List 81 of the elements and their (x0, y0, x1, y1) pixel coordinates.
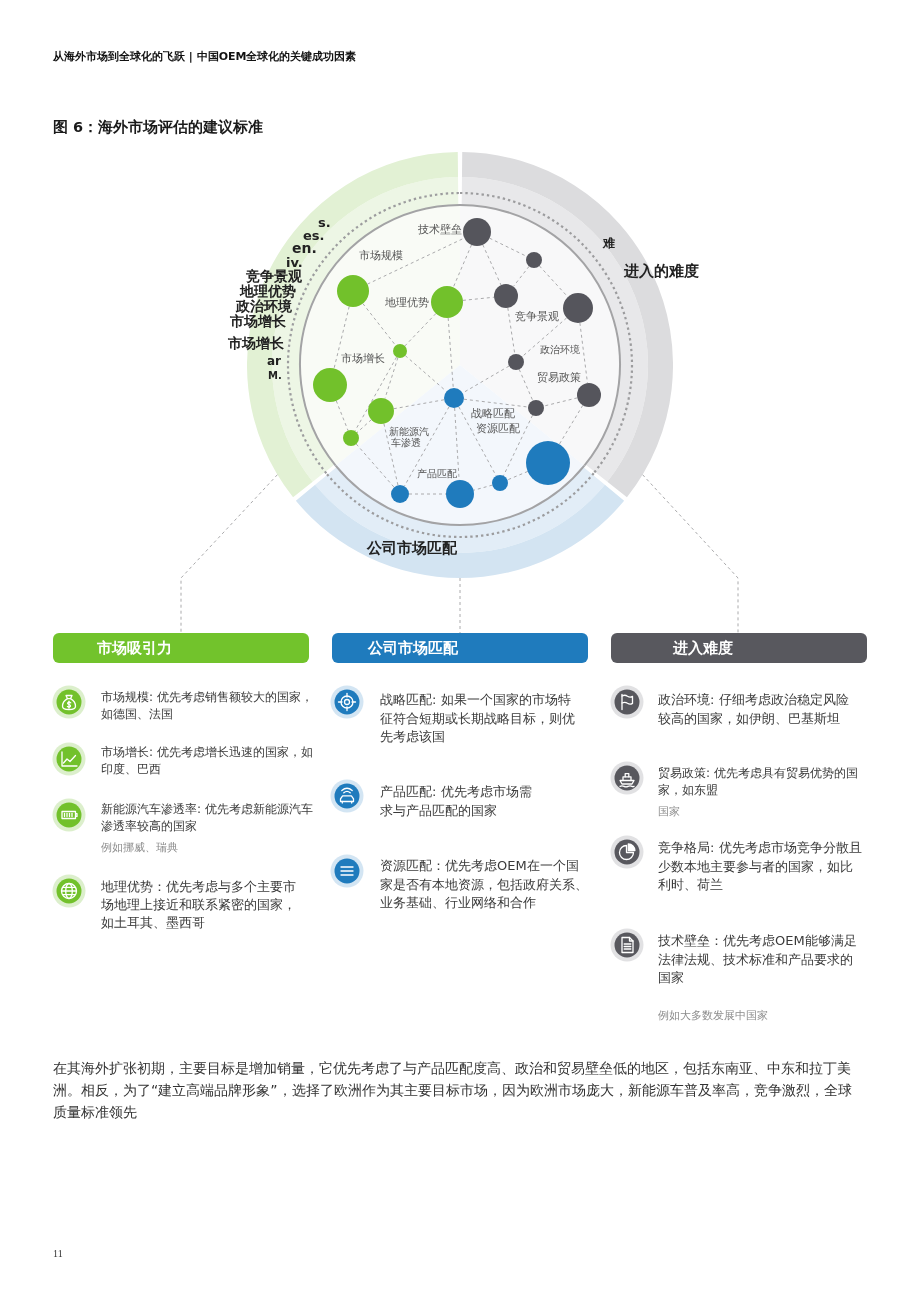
connector (462, 296, 495, 301)
criterion-text: 技术壁垒：优先考虑OEM能够满足法律法规、技术标准和产品要求的国家 (658, 932, 858, 987)
ring-label: M. (268, 371, 282, 381)
connector (558, 404, 584, 445)
header-bar: 进入难度 (611, 633, 867, 663)
note-text: 国家 (658, 804, 680, 819)
bubble-label: 新能源汽车渗透 (389, 426, 429, 448)
connector (354, 356, 398, 432)
connector (383, 423, 399, 486)
leader-line (642, 474, 739, 634)
connector (489, 237, 528, 257)
connector (408, 493, 447, 495)
bubble-label: 资源匹配 (476, 423, 520, 435)
criterion-text: 地理优势：优先考虑与多个主要市场地理上接近和联系紧密的国家，如土耳其、墨西哥 (101, 878, 297, 932)
connector (447, 317, 454, 389)
ring-segment (294, 365, 626, 578)
header-bar: 市场吸引力 (53, 633, 309, 663)
ring-label: 竞争景观 (246, 269, 302, 283)
connector (518, 368, 534, 402)
ring-label: ar (267, 355, 281, 367)
bubble-label: 市场增长 (341, 351, 385, 365)
connector (507, 307, 516, 355)
connector (356, 419, 372, 434)
bubble-label: 市场规模 (359, 248, 403, 262)
band-label: 公司市场匹配 (367, 540, 457, 556)
note-text: 例如挪威、瑞典 (101, 840, 178, 855)
connector (462, 365, 510, 394)
ring-label: 进入的难度 (624, 263, 699, 279)
connector (506, 470, 529, 481)
ring-label: es. (303, 228, 325, 242)
criterion-text: 市场增长: 优先考虑增长迅速的国家，如印度、巴西 (101, 744, 314, 778)
ring-label: iv. (286, 255, 303, 269)
connector (512, 265, 530, 288)
connector (393, 399, 445, 410)
connector (335, 400, 349, 432)
leader-line (180, 474, 278, 634)
figure-title: 图 6：海外市场评估的建议标准 (53, 118, 264, 136)
connector (366, 237, 465, 285)
bubble-label: 产品匹配 (417, 468, 457, 480)
connector (362, 303, 397, 346)
criterion-text: 战略匹配: 如果一个国家的市场特征符合短期或长期战略目标，则优先考虑该国 (380, 691, 576, 746)
criterion-text: 竞争格局: 优先考虑市场竞争分散且少数本地主要参与者的国家，如比利时、荷兰 (658, 839, 863, 894)
connector (404, 313, 437, 347)
page-number: 11 (53, 1248, 63, 1260)
ring-label: en. (292, 241, 317, 255)
connector (502, 414, 534, 477)
note-text: 例如大多数发展中国家 (658, 1008, 768, 1023)
ring-label: 政治环境 (236, 299, 292, 313)
criterion-text: 市场规模: 优先考虑销售额较大的国家，如德国、法国 (101, 689, 314, 723)
ring-label: 市场增长 (230, 314, 286, 328)
connector (333, 306, 350, 369)
header-bar: 公司市场匹配 (332, 633, 588, 663)
criterion-text: 产品匹配: 优先考虑市场需求与产品匹配的国家 (380, 783, 533, 820)
band-label: 难 (603, 237, 615, 249)
bubble-label: 战略匹配 (471, 407, 515, 420)
body-paragraph: 在其海外扩张初期，主要目标是增加销量，它优先考虑了与产品匹配度高、政治和贸易壁垒低的地区，包括东南亚、中东和拉丁美洲。相反，为了“建立高端品牌形象”，选择了欧洲作为其主要目标市场，因为欧洲市场庞大，新能源车普及率高，竞争激烈，全球质量标准领先 (53, 1059, 853, 1122)
connector (452, 244, 472, 288)
connector (538, 265, 569, 298)
bubble-label: 竞争景观 (515, 309, 559, 323)
connector (473, 484, 493, 491)
bubble-label: 贸易政策 (537, 370, 581, 384)
connector (521, 317, 568, 358)
bubble-label: 政治环境 (540, 344, 580, 356)
ring-label: 地理优势 (240, 284, 296, 298)
leader-line (459, 577, 461, 634)
criterion-text: 贸易政策: 优先考虑具有贸易优势的国家，如东盟 (658, 765, 859, 799)
bubble-label: 技术壁垒 (418, 222, 462, 236)
criterion-text: 资源匹配：优先考虑OEM在一个国家是否有本地资源，包括政府关系、业务基础、行业网络和合作 (380, 857, 589, 912)
connector (404, 355, 447, 392)
ring-label: s. (318, 215, 331, 229)
connector (543, 397, 578, 407)
connector (482, 244, 502, 286)
criterion-text: 政治环境: 仔细考虑政治稳定风险较高的国家，如伊朗、巴基斯坦 (658, 691, 850, 728)
criterion-text: 新能源汽车渗透率: 优先考虑新能源汽车渗透率较高的国家 (101, 801, 314, 835)
bubble-label: 地理优势 (385, 295, 429, 309)
connector (403, 406, 450, 487)
running-header: 从海外市场到全球化的飞跃 | 中国OEM全球化的关键成功因素 (53, 50, 357, 64)
connector (579, 322, 588, 384)
connector (355, 443, 395, 488)
connector (463, 398, 529, 408)
ring-label: 市场增长 (228, 336, 284, 350)
